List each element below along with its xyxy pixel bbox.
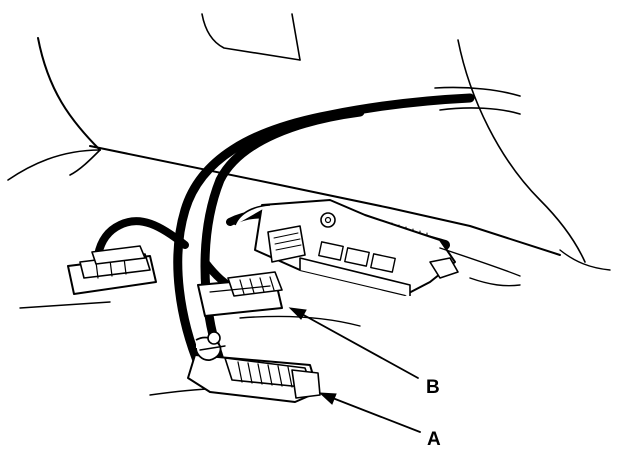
lower-connector [187, 331, 321, 403]
callout-label-a: A [427, 429, 441, 450]
callout-arrow-b [288, 307, 419, 379]
control-unit [234, 199, 521, 296]
left-connector [67, 245, 157, 295]
callout-label-b: B [426, 377, 440, 398]
middle-connector [197, 271, 283, 317]
callout-arrow-a [318, 392, 421, 433]
